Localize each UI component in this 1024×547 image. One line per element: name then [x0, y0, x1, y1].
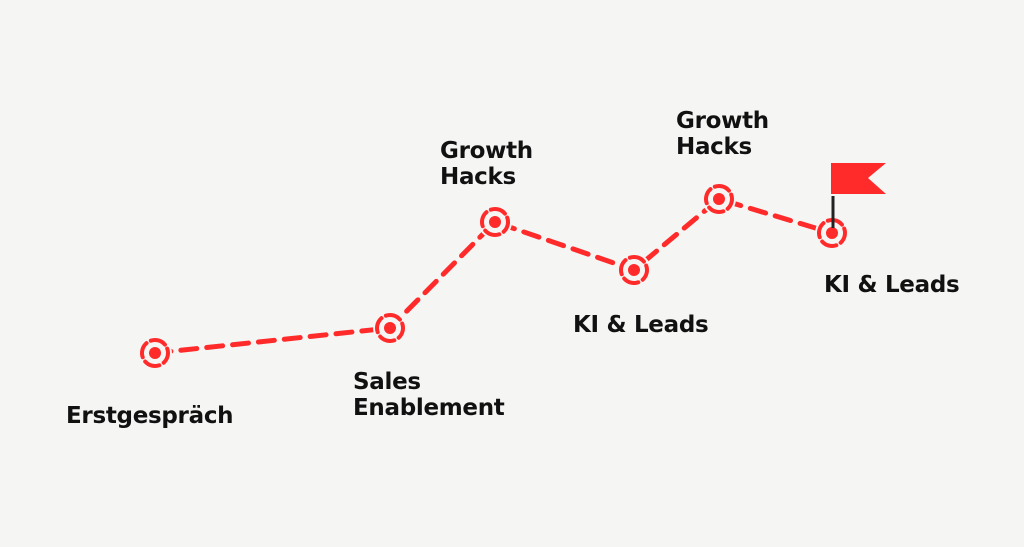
milestone-marker-icon [373, 311, 407, 345]
label-line: Hacks [676, 134, 752, 160]
milestone-label-growth-hacks-1: Growth Hacks [440, 138, 533, 190]
label-line: Growth [440, 138, 533, 164]
label-line: Enablement [353, 395, 505, 421]
flag-icon [831, 163, 886, 228]
milestone-label-sales-enablement: Sales Enablement [353, 369, 505, 421]
milestone-label-growth-hacks-2: Growth Hacks [676, 108, 769, 160]
milestone-label-ki-leads-1: KI & Leads [573, 312, 709, 338]
milestone-label-ki-leads-2: KI & Leads [824, 272, 960, 298]
milestone-marker-icon [138, 336, 172, 370]
milestone-marker-icon [815, 216, 849, 250]
label-line: KI & Leads [573, 312, 709, 338]
milestone-marker-icon [702, 182, 736, 216]
label-line: Growth [676, 108, 769, 134]
milestone-marker-icon [617, 253, 651, 287]
label-line: Hacks [440, 164, 516, 190]
label-line: Sales [353, 369, 421, 395]
dashed-path [152, 196, 835, 356]
label-line: Erstgespräch [66, 403, 234, 429]
label-line: KI & Leads [824, 272, 960, 298]
milestone-marker-icon [478, 205, 512, 239]
milestone-label-erstgespraech: Erstgespräch [66, 403, 234, 429]
